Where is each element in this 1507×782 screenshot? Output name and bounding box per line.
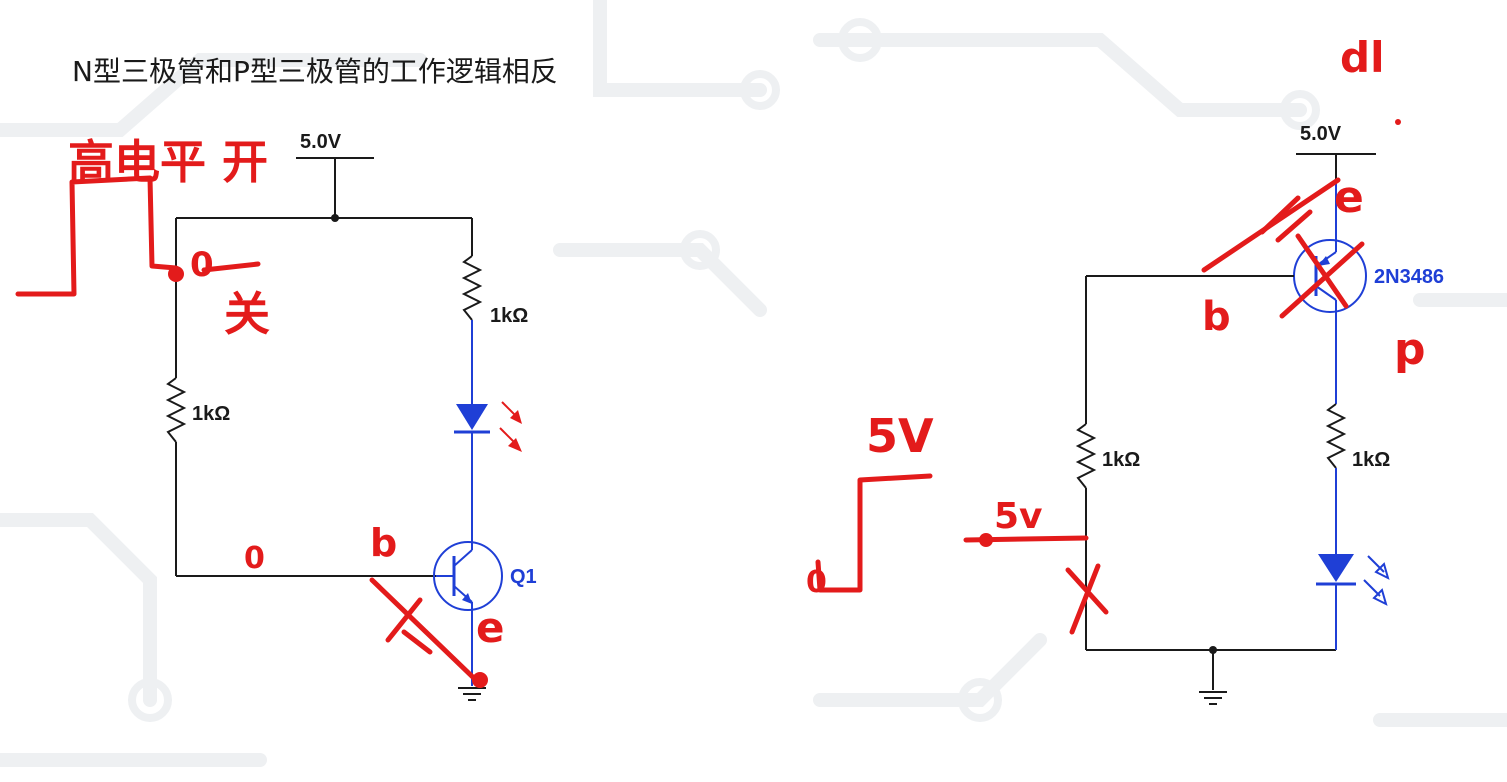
- npn-transistor-icon: Q1: [433, 541, 537, 686]
- right-wave-zero: 0: [806, 565, 827, 600]
- left-node-zero: 0: [190, 245, 214, 285]
- left-input-waveform: [15, 175, 179, 297]
- right-supply-symbol: 5.0V: [1296, 123, 1376, 182]
- left-circuit: 5.0V 1kΩ 1kΩ: [165, 131, 537, 701]
- right-transistor-label: 2N3486: [1374, 266, 1444, 288]
- ground-icon: [458, 687, 486, 701]
- handwritten-annotations: 高电平 开 0 关 0 b e dl e b p 5V 0 5v: [15, 33, 1426, 688]
- left-wires: [175, 217, 473, 577]
- left-node-note: 关: [224, 287, 270, 341]
- right-transistor-cross: [1279, 233, 1365, 319]
- led-icon: [454, 401, 522, 544]
- right-resistor-left-label: 1kΩ: [1102, 449, 1140, 471]
- right-resistor-right-label: 1kΩ: [1352, 449, 1390, 471]
- left-base-zero: 0: [244, 541, 265, 576]
- right-base-b: b: [1202, 294, 1231, 340]
- left-resistor-label: 1kΩ: [192, 403, 230, 425]
- right-resistor-cross: [1065, 563, 1109, 635]
- left-input-node: [168, 266, 184, 282]
- left-transistor-label: Q1: [510, 566, 537, 588]
- right-circuit: 5.0V 2N3486 1kΩ 1kΩ: [1075, 123, 1444, 705]
- left-base-b: b: [370, 521, 397, 565]
- left-emitter-e: e: [476, 603, 505, 652]
- left-emitter-node: [472, 672, 488, 688]
- right-supply-label: 5.0V: [1300, 123, 1342, 145]
- right-wave-top: 5V: [866, 409, 934, 463]
- left-resistor-top-label: 1kΩ: [490, 305, 528, 327]
- resistor-icon: 1kΩ: [1075, 423, 1140, 489]
- resistor-icon: 1kΩ: [461, 255, 528, 327]
- right-input-5v: 5v: [994, 496, 1043, 537]
- resistor-icon: 1kΩ: [1325, 403, 1390, 471]
- left-top-note: 高电平 开: [68, 135, 268, 189]
- right-input-waveform: [815, 473, 933, 593]
- left-supply-symbol: 5.0V: [296, 131, 374, 222]
- led-icon: [1316, 554, 1390, 650]
- left-supply-label: 5.0V: [300, 131, 342, 153]
- left-be-cross: [369, 577, 483, 687]
- ground-icon: [1199, 691, 1227, 705]
- right-type-p: p: [1394, 324, 1426, 375]
- right-input-node: [979, 533, 993, 547]
- resistor-icon: 1kΩ: [165, 377, 230, 443]
- right-top-note: dl: [1340, 33, 1384, 82]
- page-title: N型三极管和P型三极管的工作逻辑相反: [72, 55, 558, 88]
- pnp-transistor-icon: 2N3486: [1293, 239, 1444, 404]
